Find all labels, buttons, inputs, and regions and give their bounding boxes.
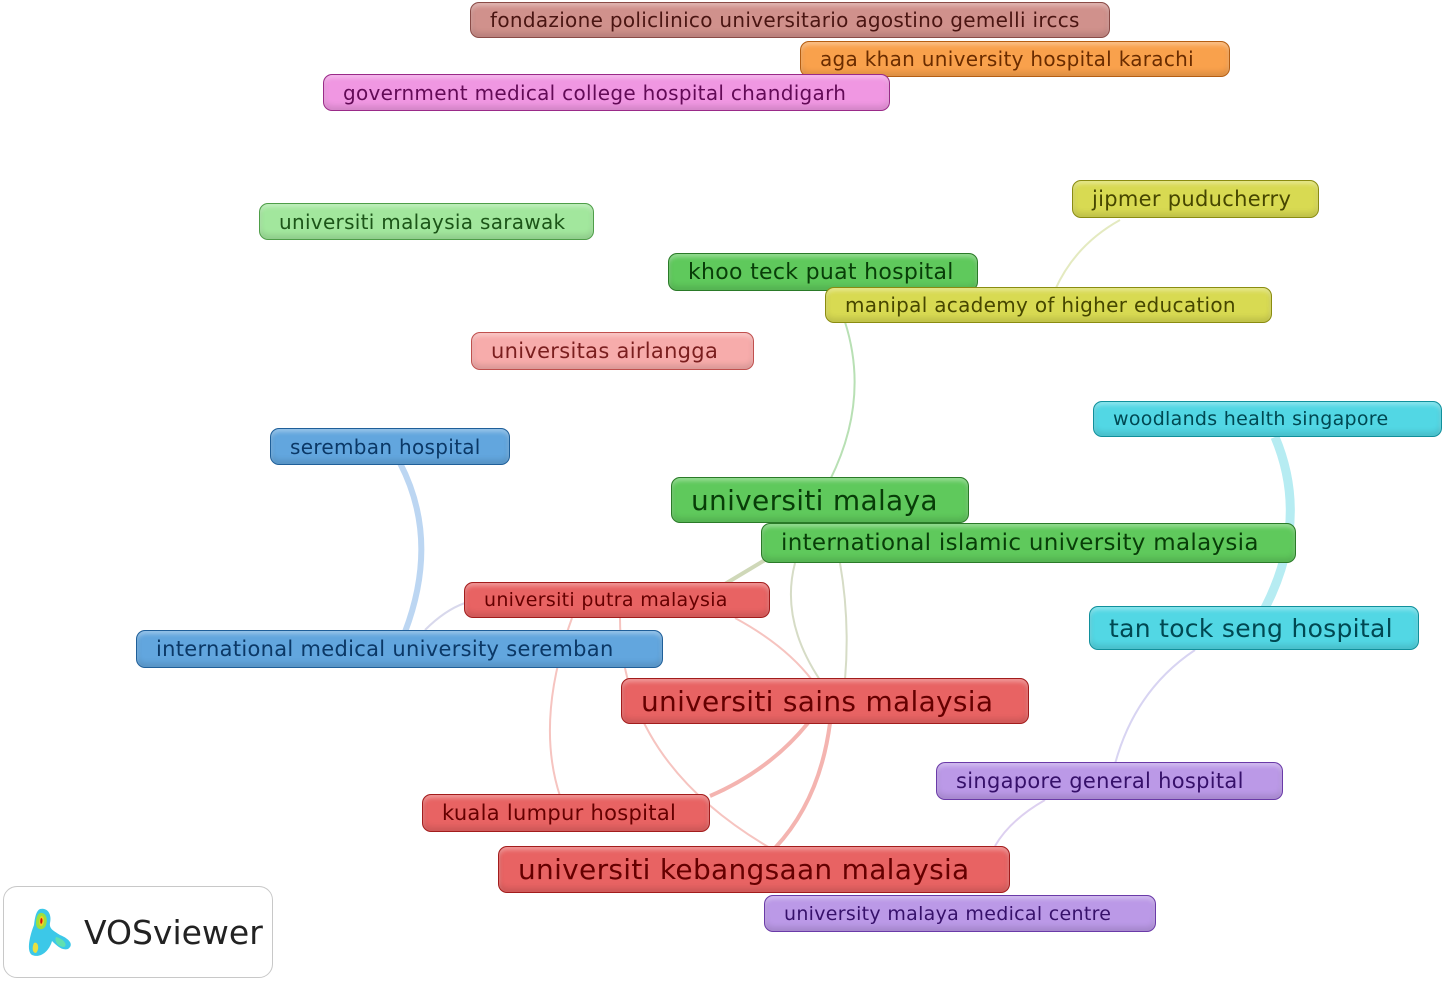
edge-iium-ukm [789,562,821,681]
node-khoo-teck-puat[interactable]: khoo teck puat hospital [668,253,978,291]
edge-tan-tock-seng-singapore-general [1114,649,1196,765]
node-upm[interactable]: universiti putra malaysia [464,582,770,618]
node-unimas[interactable]: universiti malaysia sarawak [259,203,594,240]
node-fondazione-gemelli[interactable]: fondazione policlinico universitario ago… [470,2,1110,38]
node-singapore-general[interactable]: singapore general hospital [936,762,1283,800]
edge-usm-kl [709,721,810,798]
vosviewer-logo-text: VOSviewer [84,912,263,952]
node-iium[interactable]: international islamic university malaysi… [761,523,1296,563]
node-universiti-malaya[interactable]: universiti malaya [671,477,969,523]
edge-iium-putra [723,558,767,586]
edge-iium-usm [839,562,848,681]
node-imu-seremban[interactable]: international medical university seremba… [136,630,663,668]
node-ukm[interactable]: universiti kebangsaan malaysia [498,846,1010,893]
edge-imu-putra [424,602,466,631]
node-manipal[interactable]: manipal academy of higher education [825,287,1272,323]
node-aga-khan[interactable]: aga khan university hospital karachi [800,41,1230,77]
node-kuala-lumpur-hospital[interactable]: kuala lumpur hospital [422,794,710,832]
vosviewer-logo: VOSviewer [3,886,273,978]
vosviewer-heatmap-icon [28,908,71,956]
node-woodlands[interactable]: woodlands health singapore [1093,401,1442,437]
edge-manipal-universiti-malaya [829,321,856,481]
edge-usm-ukm [773,722,832,850]
edge-jipmer-manipal [1054,219,1121,291]
node-jipmer[interactable]: jipmer puducherry [1072,180,1319,218]
node-ummc[interactable]: university malaya medical centre [764,895,1156,932]
edge-seremban-imu [397,461,425,634]
node-gmch-chandigarh[interactable]: government medical college hospital chan… [323,74,890,111]
node-tan-tock-seng[interactable]: tan tock seng hospital [1089,606,1419,650]
node-usm[interactable]: universiti sains malaysia [621,678,1029,724]
node-seremban-hospital[interactable]: seremban hospital [270,428,510,465]
node-airlangga[interactable]: universitas airlangga [471,332,754,370]
edge-singapore-general-ummc [994,799,1046,847]
edge-woodlands-tan-tock-seng [1260,435,1295,611]
edge-putra-usm [734,617,813,681]
